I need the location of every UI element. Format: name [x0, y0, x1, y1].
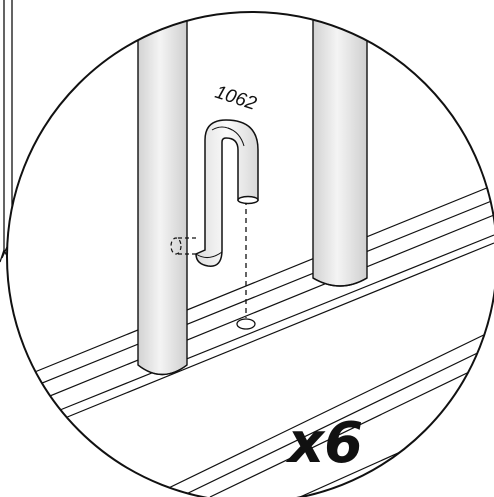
hook-end-ghost	[170, 237, 196, 255]
insertion-hole	[236, 318, 256, 330]
j-hook-part	[195, 119, 259, 267]
left-post	[137, 12, 188, 376]
right-post	[312, 12, 368, 287]
detail-circle-outline	[6, 11, 494, 497]
quantity-label: x6	[285, 411, 363, 476]
